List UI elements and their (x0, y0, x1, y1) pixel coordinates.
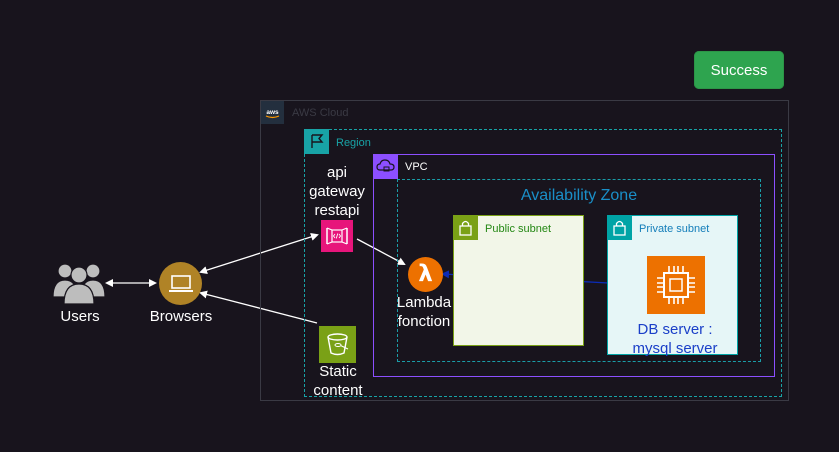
flag-icon (304, 129, 329, 154)
static-content-label: Static content (300, 362, 376, 400)
api-gateway-label-line: api (326, 164, 348, 181)
browsers-label: Browsers (149, 308, 213, 325)
aws-cloud-group (260, 100, 789, 401)
laptop-icon (159, 262, 202, 305)
vpc-group (373, 154, 775, 377)
api-gateway-label: api gateway restapi (306, 163, 368, 220)
api-lambda-arrow (356, 238, 406, 265)
availability-zone-label: Availability Zone (520, 187, 638, 204)
db-server-label: DB server : mysql server (615, 320, 735, 358)
success-button[interactable]: Success (694, 51, 784, 89)
lock-icon (453, 215, 478, 240)
static-content-label-line: content (313, 382, 363, 399)
vpc-label: VPC (405, 161, 428, 173)
region-group (304, 129, 782, 397)
static-content-label-line: Static (319, 363, 357, 380)
chip-icon (647, 256, 705, 314)
s3-bucket-icon (319, 326, 356, 363)
public-subnet-label: Public subnet (485, 223, 552, 235)
region-label: Region (336, 137, 371, 149)
lock-icon (607, 215, 632, 240)
api-gateway-label-line: gateway (309, 183, 365, 200)
svg-text:aws: aws (266, 109, 279, 116)
private-subnet-label: Private subnet (639, 223, 710, 235)
db-server-label-line: DB server : (637, 321, 713, 338)
aws-cloud-label: AWS Cloud (292, 107, 349, 119)
browsers-static-arrow (199, 290, 318, 324)
cloud-lock-icon (373, 154, 398, 179)
users-label: Users (60, 308, 100, 325)
availability-zone-group (397, 179, 761, 362)
users-icon (52, 259, 107, 305)
lambda-label: Lambda fonction (386, 293, 462, 331)
browsers-api-arrow (199, 233, 319, 274)
lambda-label-line: Lambda (396, 294, 452, 311)
db-server-label-line: mysql server (632, 340, 718, 357)
api-gateway-label-line: restapi (314, 202, 360, 219)
lambda-label-line: fonction (397, 313, 451, 330)
aws-logo-icon: aws (261, 101, 284, 124)
api-gateway-icon (321, 220, 353, 252)
lambda-icon: λ (408, 257, 443, 292)
